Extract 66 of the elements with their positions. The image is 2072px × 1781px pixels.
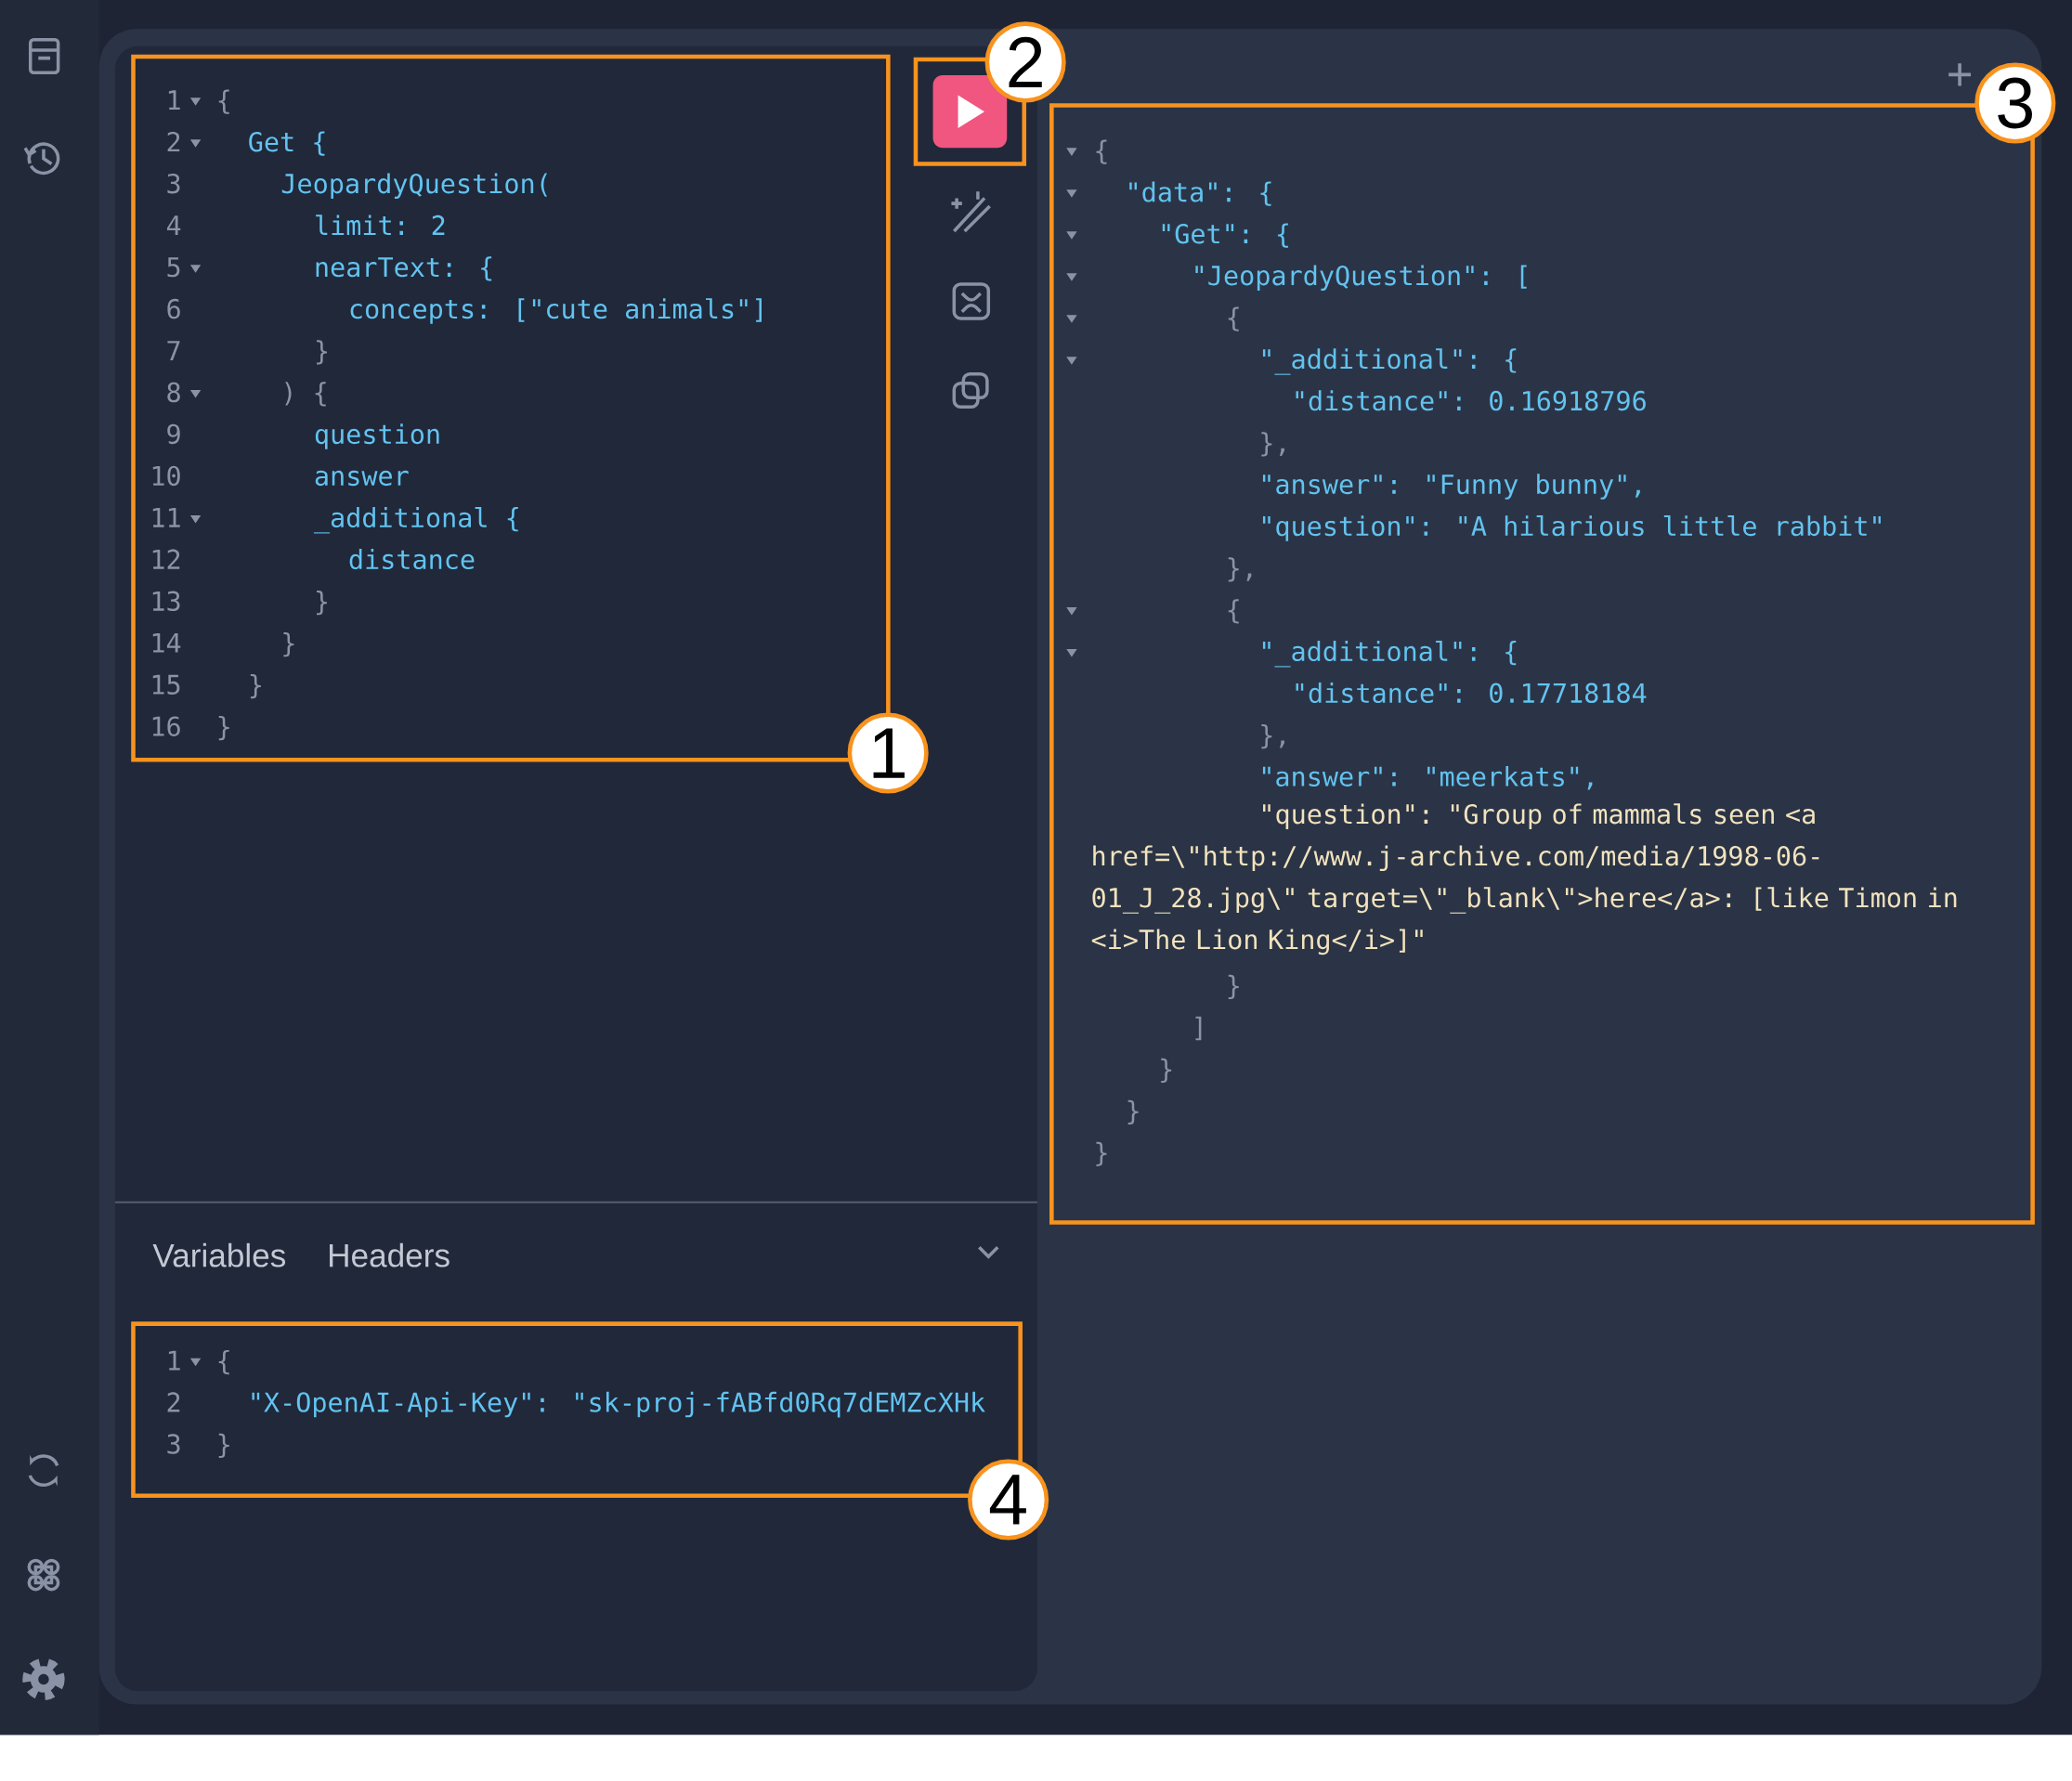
code-line: }: [250, 673, 261, 699]
code-line: distance: [349, 549, 475, 570]
code-line: ]: [1195, 1016, 1202, 1041]
code-line: }: [1127, 1099, 1139, 1124]
line-number: 16: [152, 716, 180, 736]
code-line: {: [1228, 599, 1239, 624]
line-number: 1: [168, 1350, 180, 1371]
line-number: 4: [166, 215, 181, 235]
line-number: 3: [167, 173, 180, 194]
code-line: "JeopardyQuestion": [: [1195, 265, 1527, 291]
line-number: 12: [152, 549, 180, 569]
code-line: nearText: {: [316, 256, 492, 281]
code-line: }: [218, 715, 229, 741]
code-line: concepts: ["cute animals"]: [350, 298, 762, 324]
code-line: "_additional": {: [1262, 640, 1517, 668]
code-line: ) {: [285, 382, 326, 407]
line-number: 3: [167, 1434, 180, 1454]
code-line: {: [1096, 139, 1107, 164]
code-line: "distance": 0.16918796: [1296, 390, 1646, 411]
code-line: JeopardyQuestion(: [281, 173, 547, 199]
line-number: 5: [167, 257, 180, 278]
code-line: "answer": "meerkats",: [1262, 766, 1593, 790]
code-line: _additional {: [313, 506, 518, 534]
line-number: 11: [152, 508, 180, 527]
line-number: 13: [152, 591, 180, 612]
code-line: }: [1228, 974, 1239, 1000]
line-number: 7: [167, 341, 180, 360]
line-number: 10: [152, 465, 180, 487]
code-line: "X-OpenAI-Api-Key": "sk-proj-fABfd0Rq7dEMZcXHk: [252, 1391, 985, 1418]
code-line: "question": "Group of mammals seen <a href=\"http://www.j-archive.com/media/1998-06-01_J_28.jpg\" target=\"_blank\">here</a>: [like Timon in <i>The Lion King</i>]": [1091, 803, 1957, 956]
code-line: "question": "A hilarious little rabbit": [1262, 515, 1881, 541]
callout-number: 1: [847, 712, 929, 794]
code-line: "Get": {: [1162, 223, 1288, 248]
code-line: answer: [315, 470, 409, 487]
code-line: }: [283, 632, 294, 657]
line-number: 14: [152, 632, 181, 653]
tab-label: Headers: [330, 1242, 450, 1268]
line-number: 9: [167, 423, 180, 445]
code-line: {: [1228, 306, 1239, 332]
callout-number: 3: [1974, 62, 2056, 144]
line-number: 1: [168, 90, 180, 110]
code-line: {: [218, 89, 229, 114]
code-line: }: [1096, 1141, 1107, 1166]
code-line: limit: 2: [316, 214, 445, 235]
line-number: 2: [167, 131, 180, 152]
code-line: Get {: [249, 131, 325, 156]
tab-label: Variables: [152, 1242, 286, 1268]
code-line: }: [317, 591, 327, 616]
line-number: 8: [167, 382, 180, 403]
line-number: 15: [152, 674, 180, 695]
code-line: "data": {: [1129, 181, 1271, 206]
code-line: }: [317, 340, 327, 365]
code-line: },: [1261, 724, 1284, 749]
code-line: {: [218, 1349, 229, 1375]
code-line: }: [1161, 1058, 1172, 1083]
line-number: 6: [167, 298, 180, 319]
line-number: 2: [167, 1392, 180, 1412]
code-line: "answer": "Funny bunny",: [1262, 474, 1640, 500]
callout-number: 4: [968, 1459, 1049, 1540]
code-line: }: [218, 1433, 229, 1459]
callout-number: 2: [984, 21, 1066, 103]
code-line: "distance": 0.17718184: [1296, 682, 1647, 704]
code-line: },: [1261, 432, 1284, 457]
code-line: question: [315, 423, 439, 449]
code-line: "_additional": {: [1262, 348, 1517, 375]
code-line: },: [1228, 557, 1252, 582]
